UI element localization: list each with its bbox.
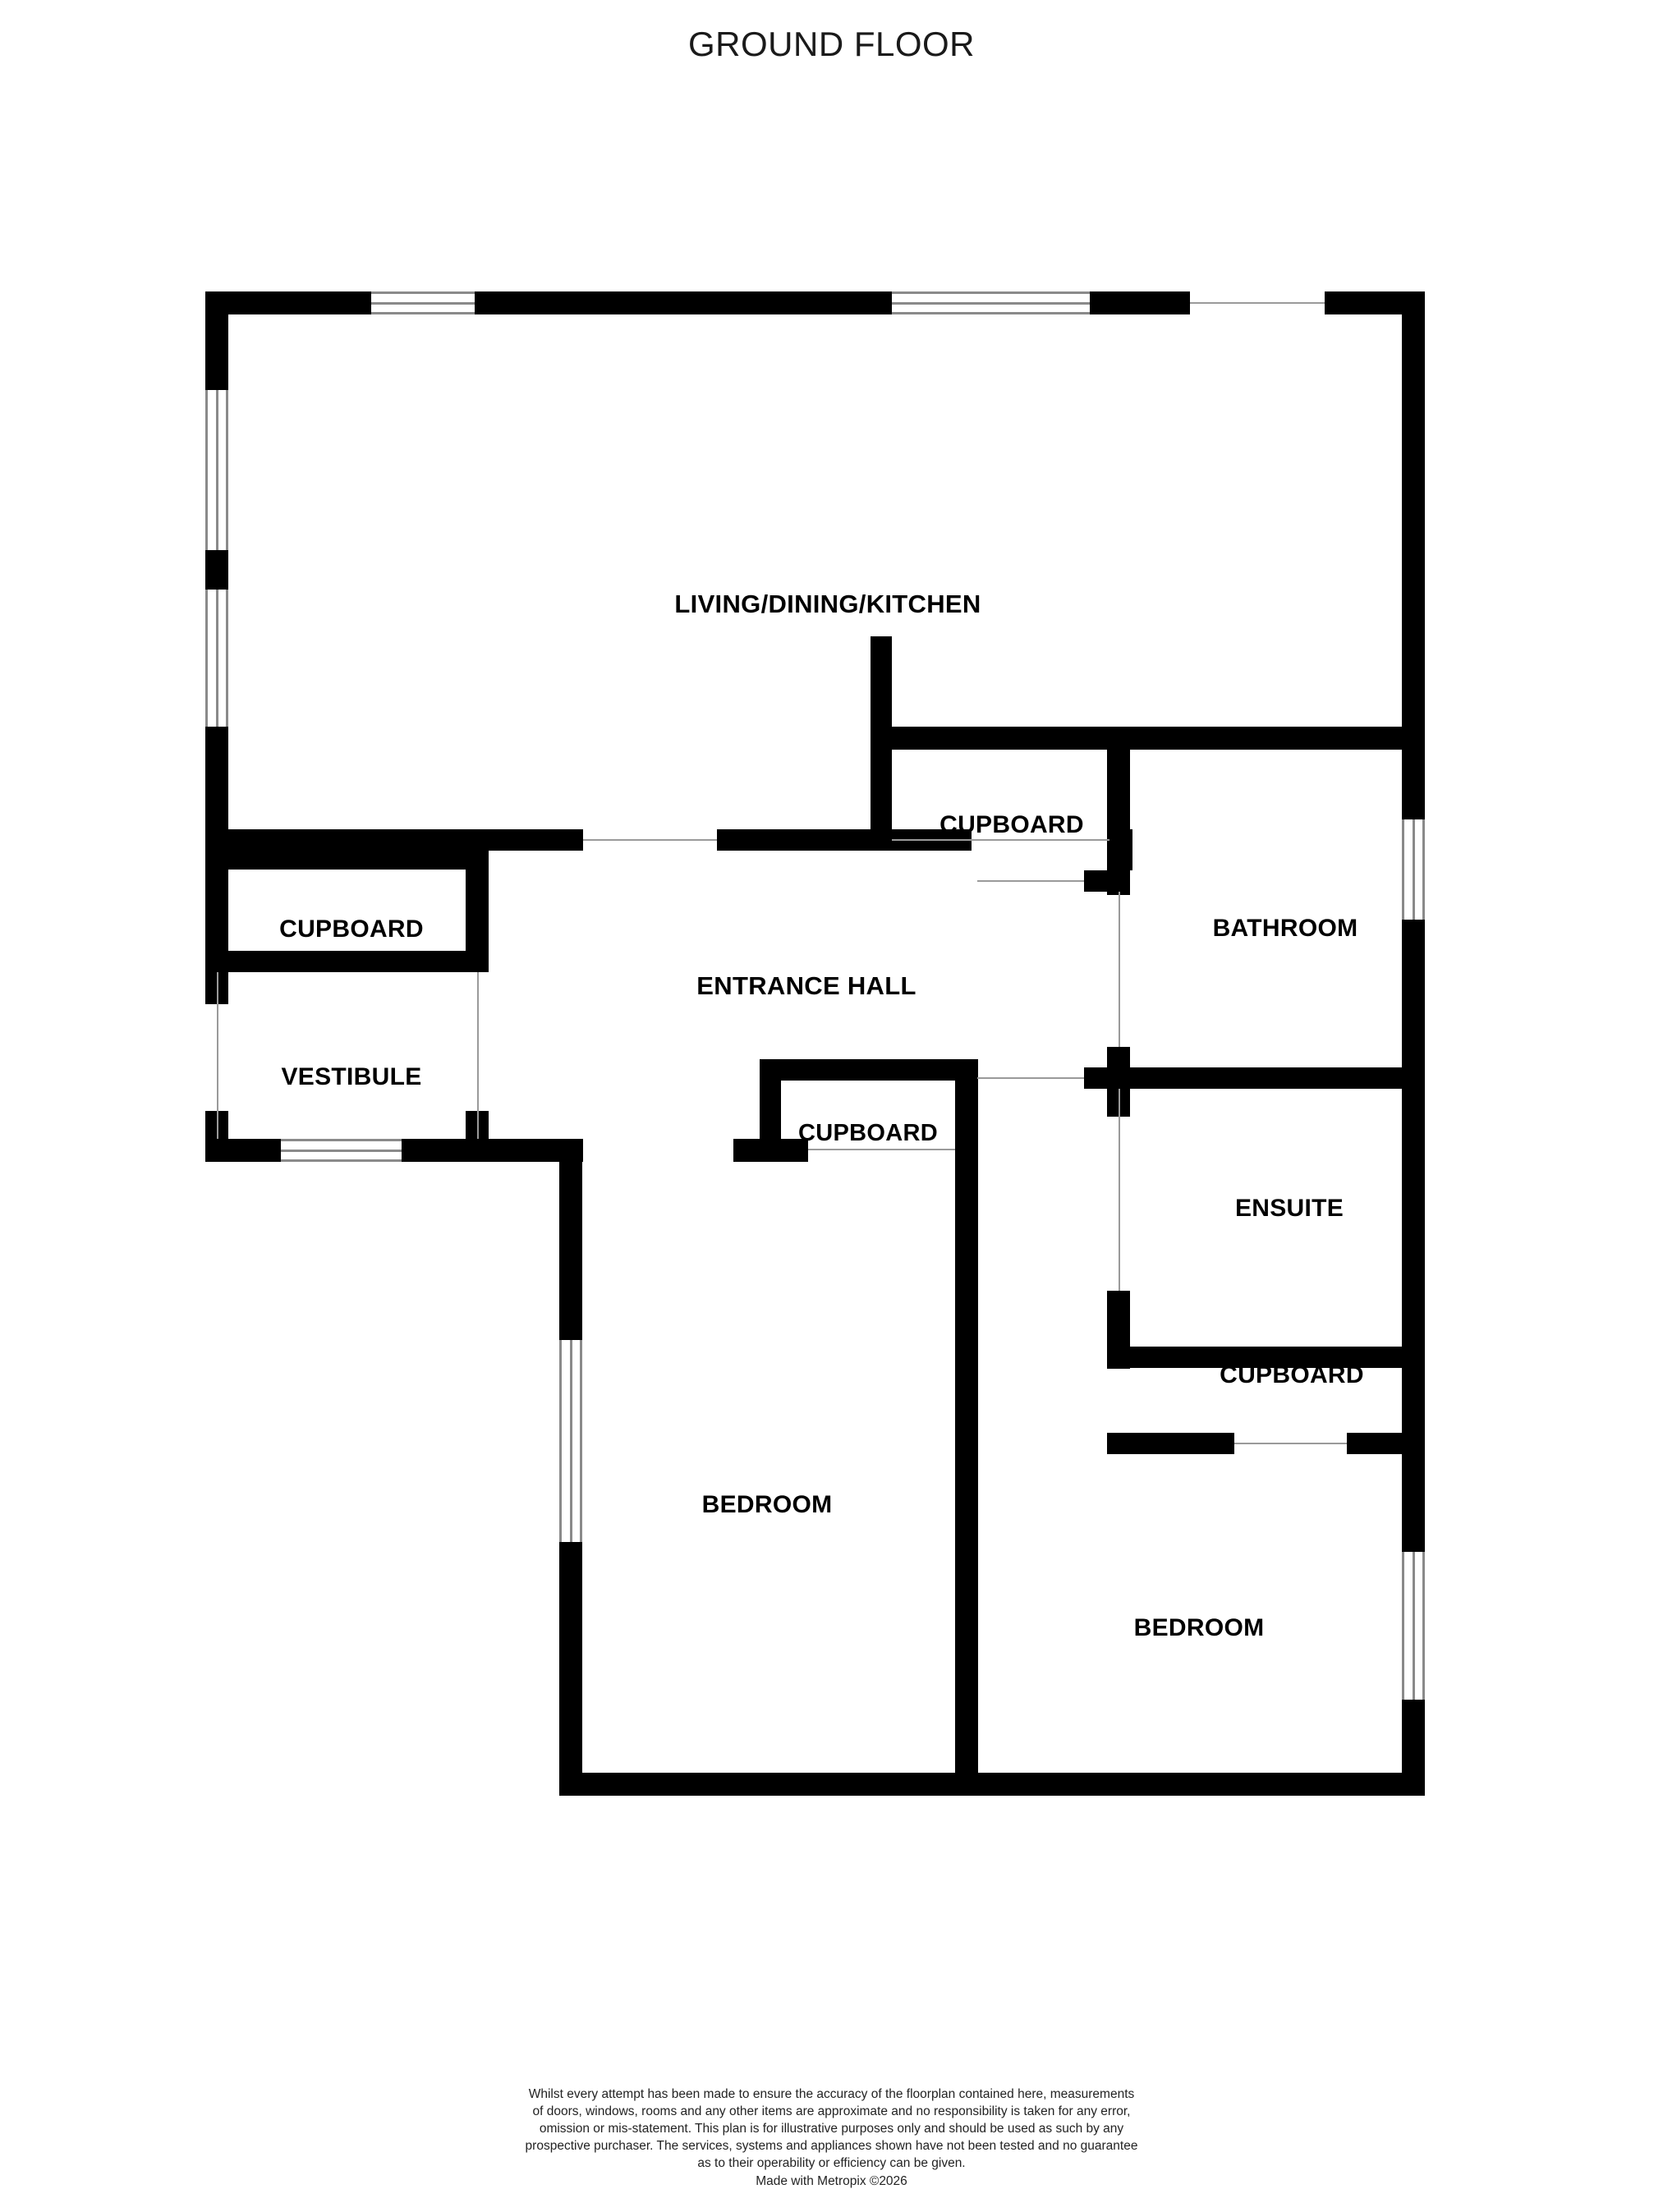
opening-ensuite-door: [1119, 1089, 1120, 1291]
room-label-living/dining/kitchen: LIVING/DINING/KITCHEN: [674, 590, 981, 618]
opening-bathroom-door: [1119, 892, 1120, 1047]
wall-exterior-top-seg-1: [205, 291, 371, 314]
wall-exterior-right-wall-a: [1402, 314, 1425, 819]
window-vestibule-door: [281, 1139, 402, 1162]
wall-ensuite-bottom-wall: [1107, 1347, 1425, 1368]
window-left-upper: [205, 390, 228, 550]
room-label-cupboard-left: CUPBOARD: [279, 916, 424, 943]
wall-exterior-left-bed-upper: [559, 1139, 582, 1340]
room-label-bathroom: BATHROOM: [1212, 915, 1358, 942]
made-with-credit: Made with Metropix ©2026: [756, 2174, 907, 2188]
wall-bathroom-bottom-wall: [1107, 1067, 1425, 1089]
wall-cupboard-top-left-wall: [871, 636, 892, 835]
wall-exterior-left-bed-lower: [559, 1542, 582, 1796]
wall-cupboard-ensuite-bottom-right: [1347, 1433, 1425, 1454]
opening-bathroom-cupboard: [977, 880, 1084, 882]
wall-exterior-bottom-wall: [559, 1773, 1425, 1796]
opening-top-right-door: [1190, 302, 1325, 304]
disclaimer-line-1: Whilst every attempt has been made to en…: [528, 2087, 1135, 2101]
room-label-vestibule: VESTIBULE: [281, 1063, 422, 1090]
wall-exterior-top-seg-3: [1090, 291, 1190, 314]
opening-hall-cupboard-door: [808, 1149, 955, 1150]
disclaimer-line-2: of doors, windows, rooms and any other i…: [532, 2104, 1131, 2118]
opening-cupboard-ensuite-door: [1234, 1443, 1347, 1444]
wall-hall-cupboard-bottom-stub: [733, 1139, 808, 1162]
opening-hall-to-living-1: [583, 839, 717, 841]
opening-vestibule-left: [217, 972, 218, 1139]
wall-exterior-top-seg-2: [475, 291, 892, 314]
room-label-ensuite: ENSUITE: [1234, 1195, 1344, 1222]
wall-hall-cupboard-top-wall: [760, 1059, 977, 1081]
wall-cupboard-left-top: [205, 848, 489, 870]
opening-vestibule-right: [477, 972, 479, 1139]
footer-disclaimer: Whilst every attempt has been made to en…: [0, 2086, 1663, 2190]
room-label-bedroom-right: BEDROOM: [1133, 1614, 1265, 1641]
opening-cupboard-top-door: [892, 839, 972, 841]
window-bedroom-right: [1402, 1552, 1425, 1700]
wall-cupboard-left-right-wall: [466, 848, 489, 972]
wall-bathroom-left-stub: [1084, 870, 1130, 892]
wall-exterior-left-mid-stub: [205, 550, 228, 590]
wall-hall-bottom-wall: [402, 1139, 583, 1162]
wall-cupboard-left-bottom: [205, 951, 489, 972]
wall-hall-top-wall-seg-1: [205, 829, 583, 851]
wall-bedroom-divider: [955, 1059, 978, 1796]
room-label-cupboard-hall: CUPBOARD: [798, 1120, 938, 1146]
disclaimer-line-3: omission or mis-statement. This plan is …: [539, 2122, 1124, 2136]
disclaimer-line-5: as to their operability or efficiency ca…: [697, 2156, 966, 2170]
opening-hall-to-living-2: [972, 839, 1109, 841]
wall-vestibule-bottom-left: [205, 1139, 281, 1162]
room-label-cupboard-top: CUPBOARD: [939, 811, 1084, 838]
room-label-entrance-hall: ENTRANCE HALL: [696, 971, 916, 1000]
window-bathroom-right: [1402, 819, 1425, 920]
page-title: GROUND FLOOR: [687, 25, 975, 63]
opening-ensuite-hall: [977, 1077, 1084, 1079]
wall-exterior-left-upper: [205, 291, 228, 390]
room-label-cupboard-ensuite: CUPBOARD: [1220, 1361, 1364, 1388]
disclaimer-line-4: prospective purchaser. The services, sys…: [525, 2139, 1138, 2153]
wall-living-bottom-wall-right: [871, 727, 1425, 750]
window-left-lower: [205, 590, 228, 727]
wall-exterior-left-lower: [205, 727, 228, 848]
wall-cupboard-ensuite-bottom-left: [1107, 1433, 1234, 1454]
window-top-left: [371, 291, 475, 314]
window-bedroom-left: [559, 1340, 582, 1542]
wall-exterior-right-wall-c: [1402, 1700, 1425, 1796]
window-top-right: [892, 291, 1090, 314]
wall-exterior-right-wall-b: [1402, 920, 1425, 1552]
room-label-bedroom-left: BEDROOM: [701, 1491, 833, 1518]
